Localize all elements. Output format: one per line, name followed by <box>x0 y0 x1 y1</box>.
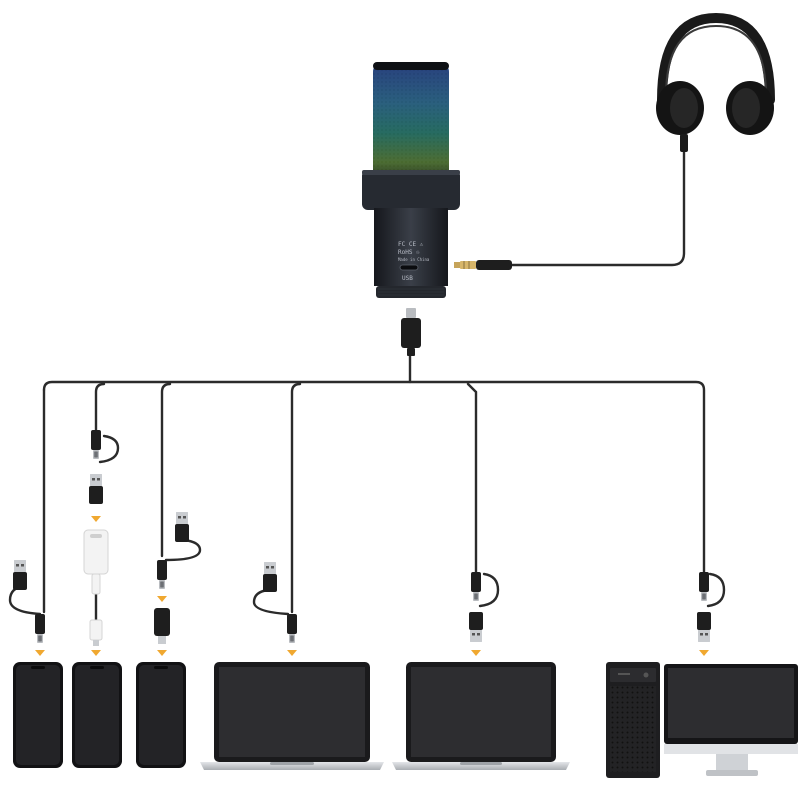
laptop-2-usb-a-plug-icon <box>469 612 483 642</box>
phone-2-arrow-down-2-icon <box>91 650 101 656</box>
headphones-icon <box>656 12 775 152</box>
origin-text: Made in China <box>398 257 430 262</box>
laptop-1-icon <box>200 662 384 770</box>
phone-2-arrow-down-1-icon <box>91 516 101 522</box>
phone-2-adapter-loop <box>98 434 120 464</box>
phone-3-arrow-down-2-icon <box>157 650 167 656</box>
smartphone-3-icon <box>136 662 186 768</box>
phone-3-lightning-plug-icon <box>154 608 170 644</box>
usb-to-lightning-adapter-icon <box>83 529 109 646</box>
desktop-adapter-loop <box>706 572 726 608</box>
desktop-arrow-down-icon <box>699 650 709 656</box>
desktop-usb-c-plug-icon <box>699 572 709 601</box>
certification-marks: FC CE ⚠ <box>398 241 424 248</box>
usb-c-port <box>399 264 419 271</box>
pc-tower-icon <box>606 662 660 778</box>
smartphone-2-icon <box>72 662 122 768</box>
phone-1-usb-a-plug-icon <box>13 560 27 590</box>
microphone-top-cap <box>373 62 449 70</box>
laptop-2-arrow-down-icon <box>471 650 481 656</box>
smartphone-1-icon <box>13 662 63 768</box>
phone-3-usb-a-plug-icon <box>175 512 189 542</box>
branch-phone-3-cable <box>160 382 172 558</box>
microphone-body <box>374 208 448 286</box>
laptop-1-usb-a-plug-icon <box>263 562 277 592</box>
desktop-usb-a-plug-icon <box>697 612 711 642</box>
laptop-2-usb-c-plug-icon <box>471 572 481 601</box>
mic-usb-c-plug-icon <box>401 308 421 356</box>
laptop-1-adapter-loop <box>252 588 290 616</box>
phone-2-usb-c-plug-icon <box>91 430 101 459</box>
phone-1-adapter-loop <box>8 584 42 616</box>
phone-3-adapter-loop <box>164 538 202 562</box>
branch-phone-2-cable <box>94 382 106 432</box>
laptop-1-arrow-down-icon <box>287 650 297 656</box>
laptop-2-icon <box>392 662 570 770</box>
headphone-cable <box>510 148 686 267</box>
mount-ring-highlight <box>362 170 460 175</box>
phone-3-usb-c-plug-icon <box>157 560 167 589</box>
usb-cable-network <box>8 148 726 624</box>
bus-cable <box>42 380 706 576</box>
monitor-icon <box>664 664 798 776</box>
branch-laptop-2-cable <box>466 382 478 574</box>
phone-1-arrow-down-icon <box>35 650 45 656</box>
phone-3-arrow-down-1-icon <box>157 596 167 602</box>
usb-port-label: USB <box>402 275 413 282</box>
branch-laptop-1-cable <box>290 382 302 614</box>
phone-1-usb-c-plug-icon <box>35 614 45 643</box>
microphone-grille <box>373 62 449 180</box>
microphone-mount-ring <box>362 170 460 210</box>
phone-2-usb-a-plug-icon <box>89 474 103 504</box>
laptop-1-usb-c-plug-icon <box>287 614 297 643</box>
rohs-mark: RoHS ♲ <box>398 249 420 256</box>
microphone: FC CE ⚠ RoHS ♲ Made in China USB <box>362 62 512 356</box>
aux-3.5mm-plug-icon <box>454 260 512 270</box>
laptop-2-adapter-loop <box>478 572 500 608</box>
